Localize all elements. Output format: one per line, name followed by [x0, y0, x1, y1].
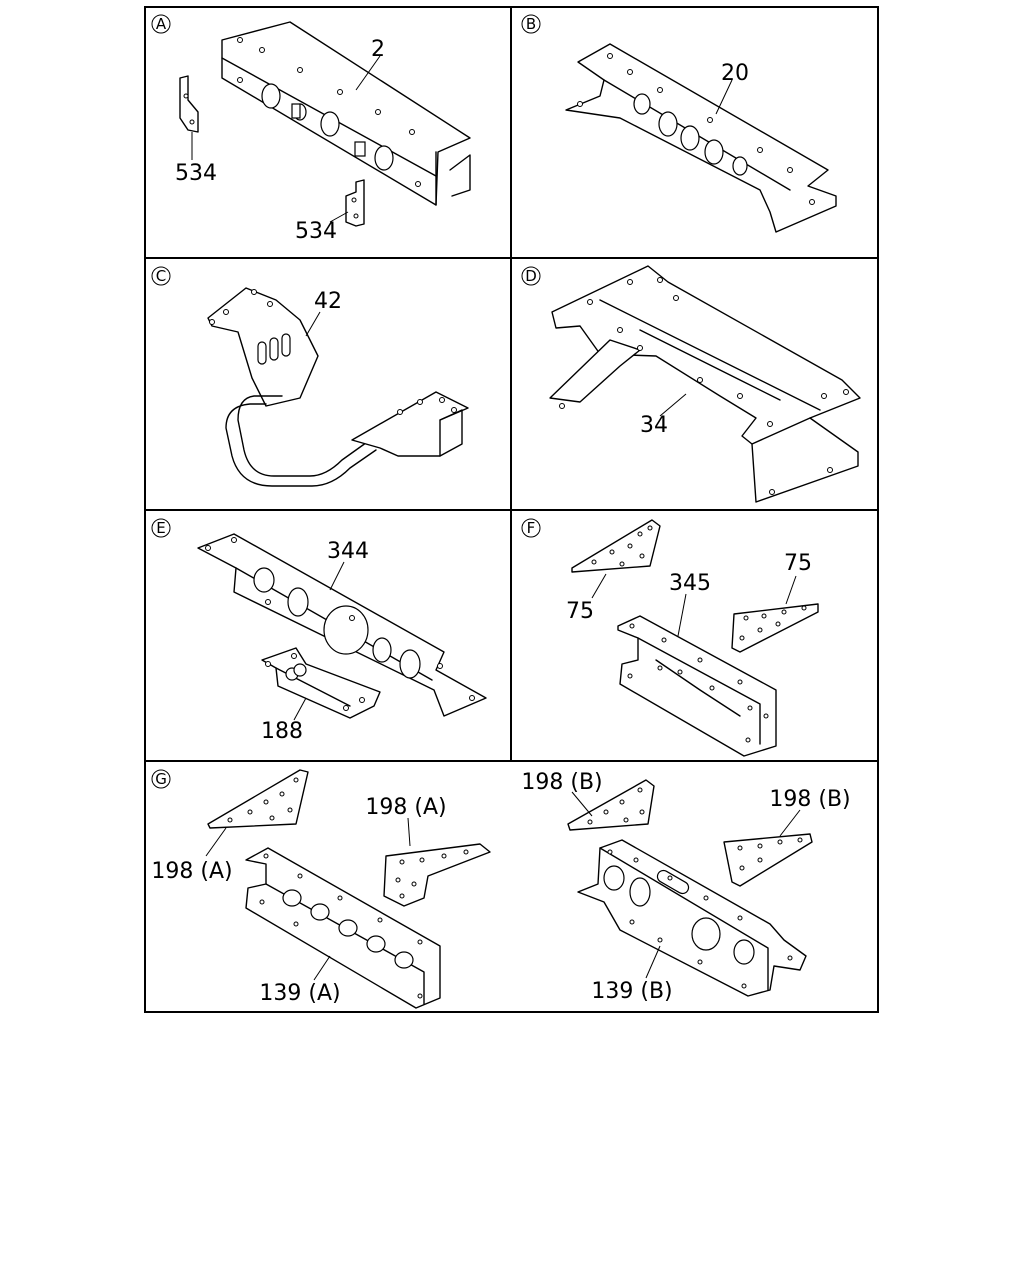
section-b-letter: B: [526, 15, 536, 33]
part-label-198a-right: 198 (A): [365, 795, 446, 820]
section-c-letter: C: [156, 267, 166, 285]
section-a-marker: A: [151, 14, 171, 34]
crossmember-34-drawing: [549, 265, 861, 503]
part-label-198b-right: 198 (B): [769, 787, 850, 812]
part-label-344: 344: [327, 539, 369, 564]
part-label-42: 42: [314, 289, 342, 314]
bracket-188-drawing: [261, 647, 381, 719]
part-label-20: 20: [721, 61, 749, 86]
section-f-letter: F: [527, 519, 536, 537]
part-label-139b: 139 (B): [591, 979, 672, 1004]
section-c-marker: C: [151, 266, 171, 286]
part-label-75-left: 75: [566, 599, 594, 624]
part-label-534-upper: 534: [175, 161, 217, 186]
section-d-marker: D: [521, 266, 541, 286]
crossmember-344-drawing: [197, 533, 487, 717]
crossmember-345-drawing: [617, 615, 777, 757]
bracket-534-lower-drawing: [345, 179, 365, 227]
plate-198b-upper-drawing: [567, 779, 655, 831]
crossmember-20-drawing: [565, 43, 837, 233]
section-d-letter: D: [525, 267, 537, 285]
section-e-letter: E: [156, 519, 165, 537]
section-d-panel: D 34: [521, 265, 861, 503]
section-g-panel: G 198 (A) 198 (A): [151, 769, 851, 1009]
section-e-marker: E: [151, 518, 171, 538]
plate-75-lower-drawing: [731, 603, 819, 653]
part-label-139a: 139 (A): [259, 981, 340, 1006]
section-a-letter: A: [156, 15, 167, 33]
crossmember-42-drawing: [207, 287, 469, 487]
plate-198a-lower-drawing: [383, 843, 491, 907]
section-f-marker: F: [521, 518, 541, 538]
crossmember-139b-drawing: [577, 839, 807, 997]
bracket-534-upper-drawing: [179, 75, 199, 133]
part-label-198a-left: 198 (A): [151, 859, 232, 884]
plate-75-upper-drawing: [571, 519, 661, 573]
section-c-panel: C 42: [151, 266, 469, 487]
section-g-letter: G: [155, 770, 167, 788]
crossmember-2-drawing: [221, 21, 471, 206]
part-label-188: 188: [261, 719, 303, 744]
section-f-panel: F 75 75: [521, 518, 819, 757]
section-e-panel: E 344 188: [151, 518, 487, 744]
part-label-534-lower: 534: [295, 219, 337, 244]
part-label-2: 2: [371, 37, 385, 62]
part-label-34: 34: [640, 413, 668, 438]
part-label-345: 345: [669, 571, 711, 596]
plate-198a-upper-drawing: [207, 769, 309, 829]
diagram-grid: [144, 6, 879, 1013]
section-b-panel: B 20: [521, 14, 837, 233]
section-b-marker: B: [521, 14, 541, 34]
part-label-75-right: 75: [784, 551, 812, 576]
section-a-panel: A 2 534 534: [151, 14, 471, 244]
part-label-198b-left: 198 (B): [521, 770, 602, 795]
section-g-marker: G: [151, 769, 171, 789]
plate-198b-lower-drawing: [723, 833, 813, 887]
crossmember-139a-drawing: [245, 847, 441, 1009]
